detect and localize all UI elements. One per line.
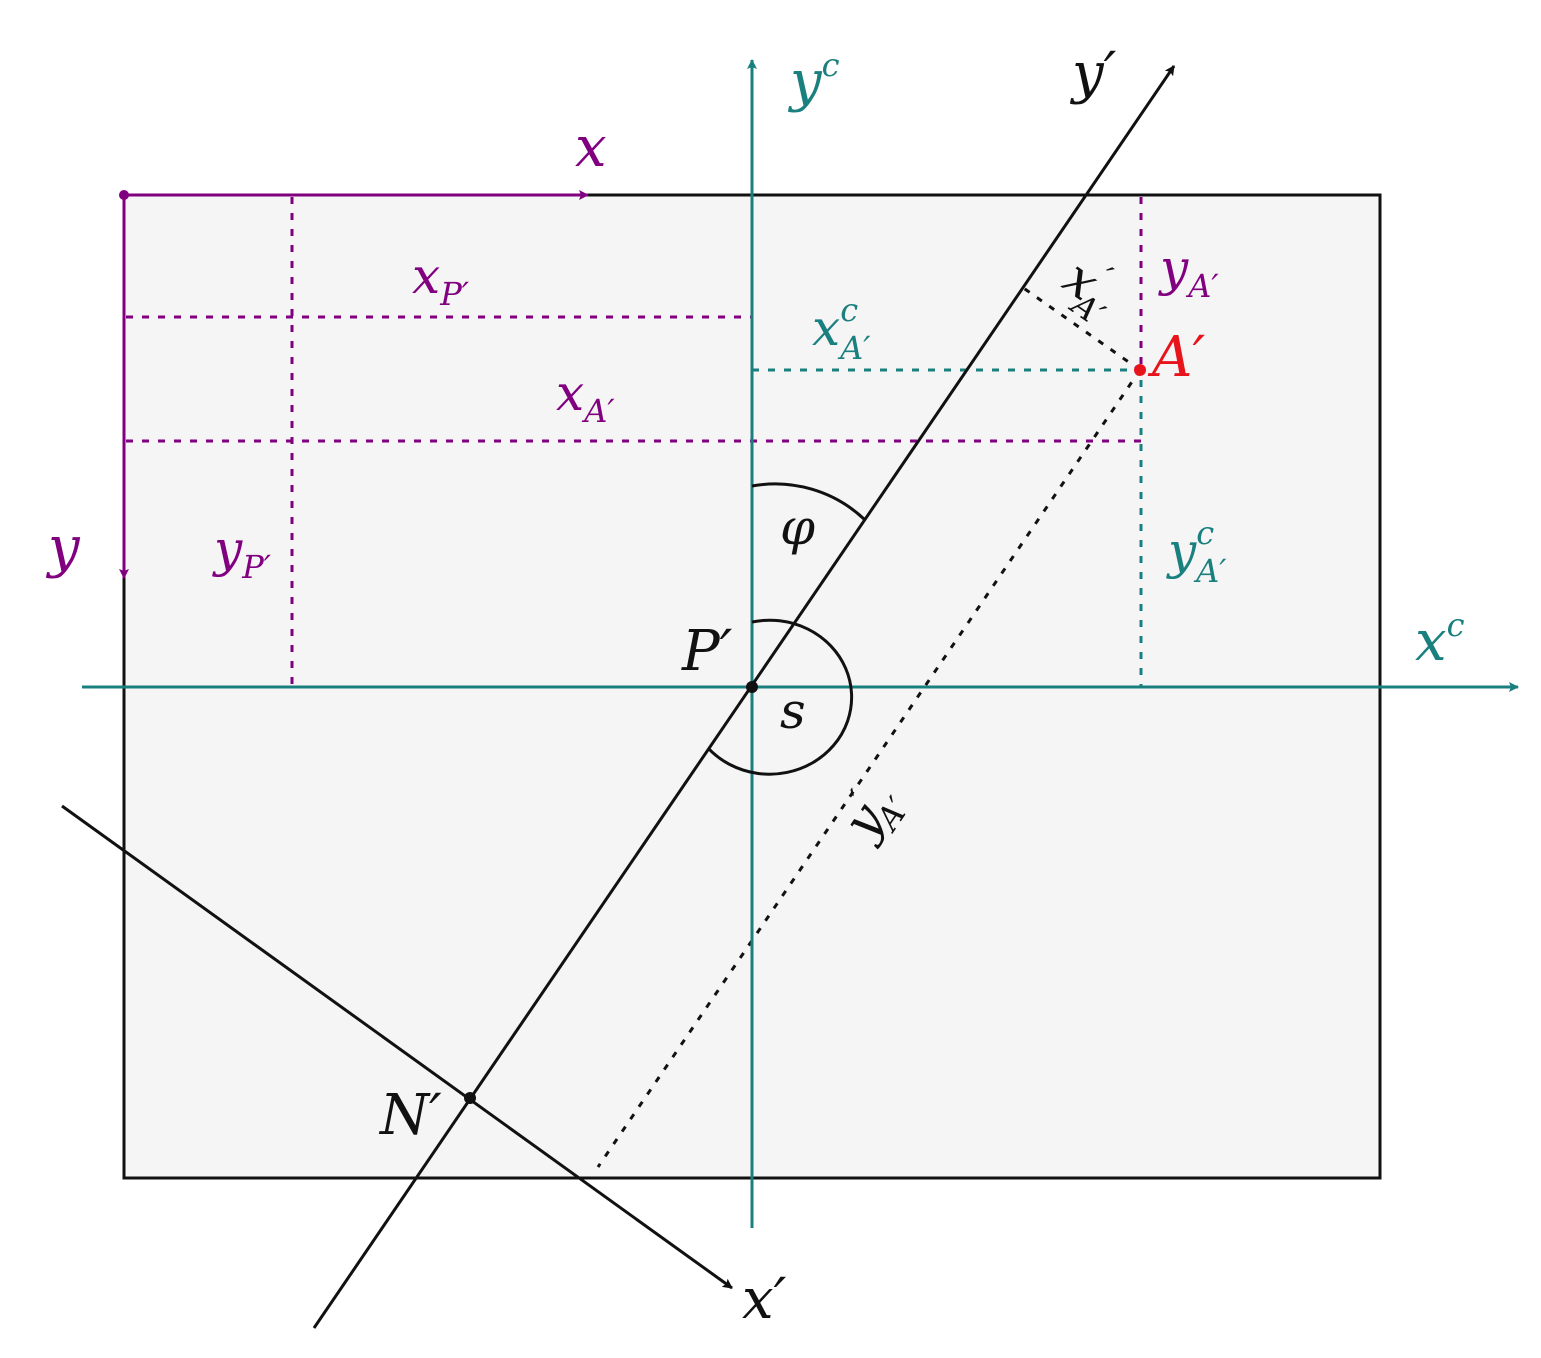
s-angle-arc: [706, 618, 854, 776]
label-yc-axis: yc: [787, 46, 840, 114]
label-y-axis: y: [45, 515, 81, 580]
y-prime-axis: [312, 65, 1176, 1329]
label-n-prime: N′: [378, 1083, 442, 1148]
pixel-origin-dot: [119, 190, 129, 200]
label-p-prime: P′: [681, 619, 733, 684]
x-prime-axis: [61, 804, 733, 1290]
label-x-p: xP′: [412, 247, 470, 313]
projection-xprime: [1021, 285, 1141, 372]
label-phi: φ: [780, 498, 815, 556]
label-xc-axis: xc: [1415, 606, 1465, 674]
label-x-a: xA′: [556, 364, 615, 430]
label-x-axis: x: [575, 115, 607, 180]
label-s: s: [780, 682, 806, 740]
label-x-prime-axis: x′: [742, 1267, 787, 1332]
phi-angle-arc: [751, 482, 866, 521]
projection-yprime: [596, 369, 1142, 1168]
label-y-p: yP′: [212, 520, 272, 586]
label-y-prime-axis: y′: [1069, 41, 1117, 106]
point-p-prime: [746, 681, 758, 693]
point-n-prime: [464, 1092, 476, 1104]
point-a-prime: [1134, 364, 1146, 376]
purple-dashed-guides: [126, 197, 1143, 685]
label-a-prime: A′: [1147, 325, 1205, 390]
teal-dashed-guides: [752, 368, 1143, 686]
label-y-a: yA′: [1158, 239, 1219, 305]
black-dotted-projections: [596, 285, 1142, 1168]
